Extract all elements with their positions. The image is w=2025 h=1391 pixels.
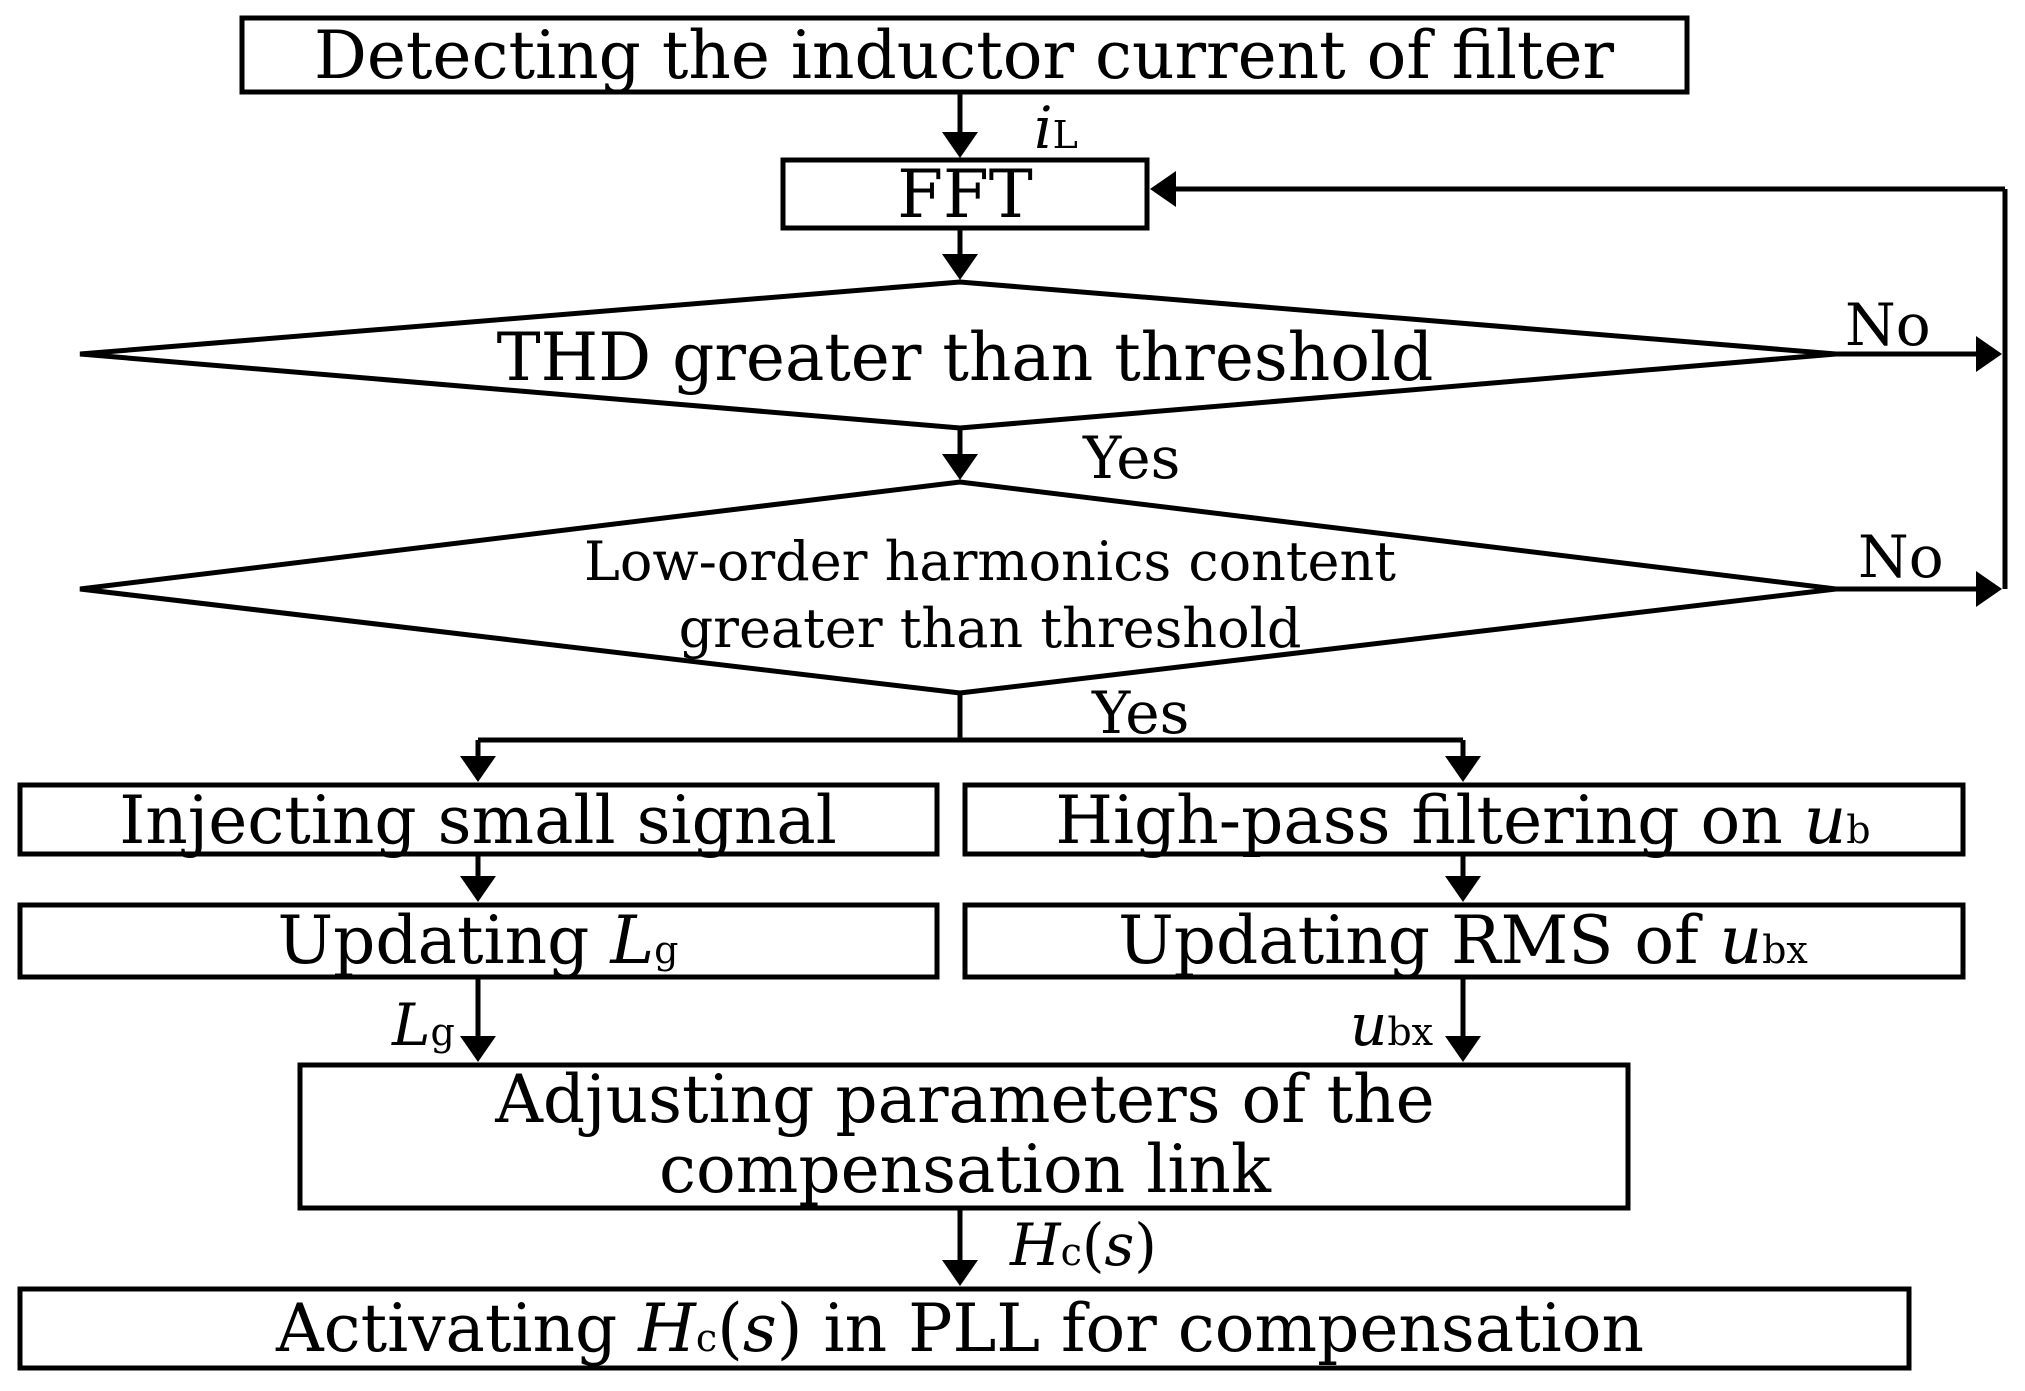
edge-label-Hc: Hc(s) — [1009, 1211, 1157, 1279]
arrowhead-low — [942, 454, 978, 480]
detect-label: Detecting the inductor current of filter — [314, 17, 1615, 94]
fft-label: FFT — [897, 156, 1033, 233]
connectors — [460, 92, 2008, 1286]
inject-label: Injecting small signal — [119, 782, 837, 859]
edge-Hc-c-subscript: c — [1061, 1230, 1082, 1274]
arrowhead-thd — [942, 254, 978, 280]
highpass-label: High-pass filtering on ub — [1055, 782, 1870, 859]
edge-label-no-low: No — [1858, 523, 1944, 591]
arrowhead-low-no — [1976, 571, 2002, 607]
thd-label: THD greater than threshold — [497, 319, 1434, 396]
activate-c-subscript: c — [696, 1316, 717, 1360]
activate-text-post: in PLL for compensation — [803, 1290, 1645, 1367]
edge-Lg-L-symbol: L — [391, 991, 431, 1059]
node-update-rms: Updating RMS of ubx — [962, 902, 1966, 980]
arrowhead-lg — [460, 876, 496, 902]
edge-Lg-g-subscript: g — [431, 1010, 455, 1054]
decision-thd: THD greater than threshold — [79, 279, 1837, 431]
arrowhead-highpass — [1445, 756, 1481, 782]
low-order-label-line2: greater than threshold — [679, 597, 1302, 660]
update-lg-text: Updating — [278, 902, 611, 979]
node-activate: Activating Hc(s) in PLL for compensation — [17, 1286, 1912, 1371]
low-order-label-line1: Low-order harmonics content — [584, 530, 1396, 593]
node-adjust: Adjusting parameters of the compensation… — [297, 1061, 1631, 1211]
node-fft: FFT — [780, 156, 1150, 233]
edge-label-yes-low: Yes — [1091, 679, 1189, 747]
iL-i-symbol: i — [1034, 94, 1053, 162]
update-lg-label: Updating Lg — [278, 902, 679, 979]
highpass-b-subscript: b — [1846, 808, 1870, 852]
arrowhead-fft — [942, 132, 978, 158]
node-highpass: High-pass filtering on ub — [962, 782, 1966, 859]
edge-Hc-H-symbol: H — [1009, 1211, 1062, 1279]
adjust-label-line1: Adjusting parameters of the — [494, 1061, 1434, 1138]
arrowhead-activate — [942, 1260, 978, 1286]
edge-ubx-bx-subscript: bx — [1387, 1010, 1433, 1054]
arrowhead-adjust-left — [460, 1036, 496, 1062]
activate-H-symbol: H — [637, 1290, 697, 1367]
arrowhead-inject — [460, 756, 496, 782]
edge-label-Lg: Lg — [391, 991, 455, 1059]
decision-low-order: Low-order harmonics content greater than… — [79, 479, 1837, 696]
edge-label-no-thd: No — [1845, 291, 1931, 359]
activate-text-pre: Activating — [275, 1290, 638, 1367]
edge-ubx-u-symbol: u — [1350, 991, 1387, 1059]
edge-Hc-paren-open: ( — [1082, 1211, 1105, 1279]
node-detect: Detecting the inductor current of filter — [239, 15, 1690, 95]
node-inject: Injecting small signal — [17, 782, 940, 859]
edge-Hc-s-symbol: s — [1105, 1211, 1135, 1279]
activate-label: Activating Hc(s) in PLL for compensation — [275, 1290, 1644, 1367]
arrowhead-feedback-fft — [1150, 171, 1176, 207]
update-lg-L-symbol: L — [609, 902, 654, 979]
edge-Hc-paren-close: ) — [1134, 1211, 1157, 1279]
adjust-label-line2: compensation link — [659, 1131, 1272, 1208]
edge-label-yes-thd: Yes — [1082, 424, 1180, 492]
highpass-u-symbol: u — [1804, 782, 1847, 859]
highpass-text: High-pass filtering on — [1055, 782, 1803, 859]
edge-label-iL: iL — [1034, 94, 1078, 162]
activate-s-symbol: s — [743, 1290, 777, 1367]
update-lg-g-subscript: g — [654, 928, 678, 972]
activate-paren-close: ) — [777, 1290, 803, 1367]
edge-label-ubx: ubx — [1350, 991, 1433, 1059]
activate-paren-open: ( — [717, 1290, 743, 1367]
arrowhead-adjust-right — [1445, 1036, 1481, 1062]
iL-L-subscript: L — [1053, 113, 1078, 157]
arrowhead-thd-no — [1976, 336, 2002, 372]
update-rms-bx-subscript: bx — [1762, 928, 1808, 972]
update-rms-text: Updating RMS of — [1118, 902, 1719, 979]
update-rms-u-symbol: u — [1720, 902, 1763, 979]
node-update-lg: Updating Lg — [17, 902, 940, 980]
update-rms-label: Updating RMS of ubx — [1118, 902, 1808, 979]
arrowhead-rms — [1445, 876, 1481, 902]
